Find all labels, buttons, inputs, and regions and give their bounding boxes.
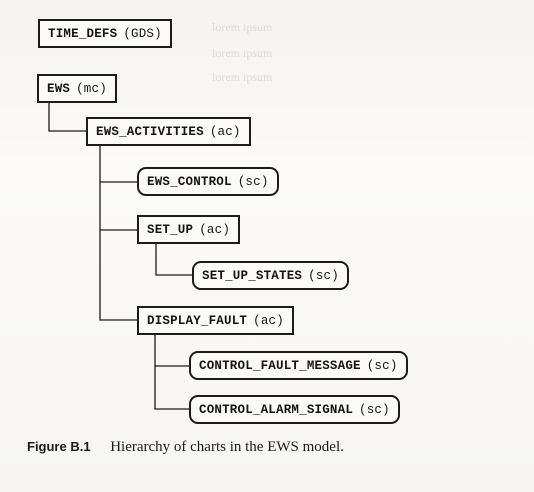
chart-node-ews: EWS (mc): [37, 74, 117, 103]
chart-node-ews-control: EWS_CONTROL (sc): [137, 167, 279, 196]
node-kind: (ac): [253, 313, 284, 328]
node-label: TIME_DEFS: [48, 26, 118, 41]
figure-label: Figure B.1: [27, 439, 91, 454]
chart-node-control-alarm-signal: CONTROL_ALARM_SIGNAL (sc): [189, 395, 400, 424]
node-label: CONTROL_ALARM_SIGNAL: [199, 402, 354, 417]
chart-node-control-fault-message: CONTROL_FAULT_MESSAGE (sc): [189, 351, 408, 380]
node-label: DISPLAY_FAULT: [147, 313, 248, 328]
connector-set-up-to-set-up-states: [155, 244, 192, 276]
chart-node-display-fault: DISPLAY_FAULT (ac): [137, 306, 294, 335]
node-kind: (sc): [308, 268, 339, 283]
node-kind: (GDS): [123, 26, 162, 41]
node-kind: (sc): [359, 402, 390, 417]
node-label: EWS_ACTIVITIES: [96, 124, 204, 139]
figure-caption-text: Hierarchy of charts in the EWS model.: [110, 439, 344, 455]
connector-ews-activities-to-display-fault: [99, 230, 137, 321]
connector-ews-to-ews-activities: [48, 102, 86, 132]
connector-display-fault-to-control-fault-message: [154, 335, 189, 367]
connector-ews-activities-to-set-up: [99, 182, 137, 231]
node-kind: (sc): [237, 174, 269, 189]
node-label: EWS: [47, 81, 71, 96]
node-label: CONTROL_FAULT_MESSAGE: [199, 358, 361, 373]
connector-ews-activities-to-ews-control: [99, 146, 137, 183]
node-label: SET_UP_STATES: [202, 268, 303, 283]
node-label: SET_UP: [147, 222, 194, 237]
chart-node-ews-activities: EWS_ACTIVITIES (ac): [86, 117, 251, 146]
node-label: EWS_CONTROL: [147, 174, 232, 189]
node-kind: (mc): [76, 81, 107, 96]
chart-node-time-defs: TIME_DEFS (GDS): [38, 19, 172, 48]
connector-display-fault-to-control-alarm-signal: [154, 366, 189, 410]
chart-node-set-up-states: SET_UP_STATES (sc): [192, 261, 349, 290]
node-kind: (ac): [209, 124, 241, 139]
node-kind: (sc): [366, 358, 398, 373]
node-kind: (ac): [199, 222, 231, 237]
figure-caption: Figure B.1 Hierarchy of charts in the EW…: [27, 438, 344, 456]
chart-node-set-up: SET_UP (ac): [137, 215, 241, 244]
